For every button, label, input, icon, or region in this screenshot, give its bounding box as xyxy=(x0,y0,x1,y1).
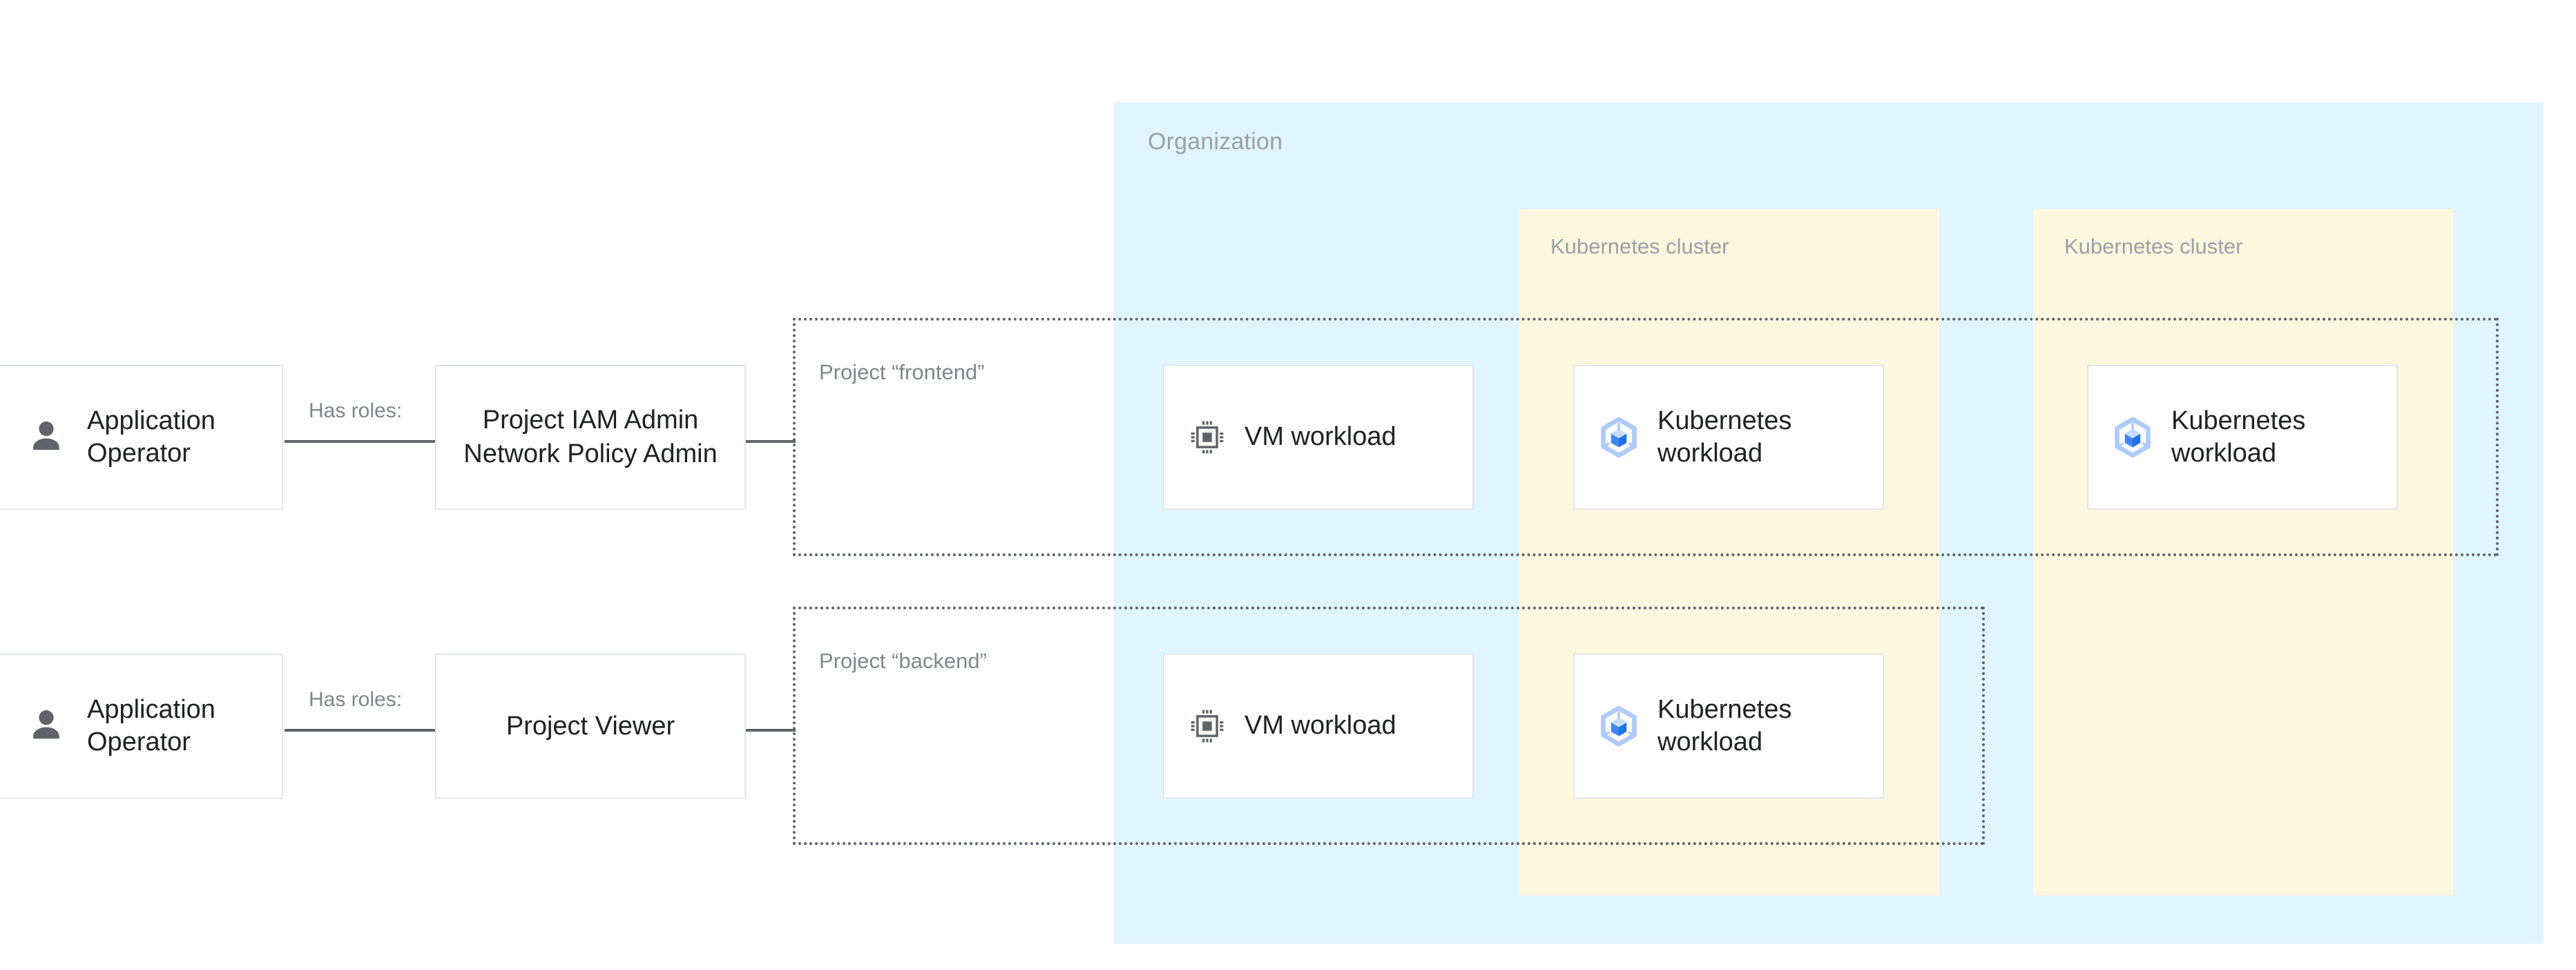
person-icon xyxy=(33,710,59,739)
workload-label: VM workload xyxy=(1244,711,1396,741)
organization-label: Organization xyxy=(1148,129,1283,155)
connector-actor1-to-role1 xyxy=(285,440,435,443)
role-card-project-iam-admin: Project IAM Admin Network Policy Admin xyxy=(435,365,746,510)
kubernetes-cluster-2-container xyxy=(2033,209,2453,895)
actor-card-application-operator-1: Application Operator xyxy=(0,365,283,510)
workload-label: Kubernetes workload xyxy=(2171,406,2306,468)
connector-role1-to-project-frontend xyxy=(746,440,796,443)
workload-label: Kubernetes workload xyxy=(1657,406,1792,468)
workload-card-kubernetes-backend-cluster1: Kubernetes workload xyxy=(1573,654,1884,799)
role-card-project-viewer: Project Viewer xyxy=(435,654,746,799)
workload-card-vm-frontend: VM workload xyxy=(1163,365,1474,510)
edge-label-has-roles-1: Has roles: xyxy=(309,399,403,422)
connector-actor2-to-role2 xyxy=(285,729,435,732)
kubernetes-icon xyxy=(2115,417,2151,458)
project-backend-boundary xyxy=(793,607,1985,845)
project-frontend-label: Project “frontend” xyxy=(819,360,985,384)
connector-role2-to-project-backend xyxy=(746,729,796,732)
workload-card-kubernetes-frontend-cluster2: Kubernetes workload xyxy=(2087,365,2398,510)
workload-label: Kubernetes workload xyxy=(1657,694,1792,757)
workload-card-kubernetes-frontend-cluster1: Kubernetes workload xyxy=(1573,365,1884,510)
cpu-chip-icon xyxy=(1191,710,1224,743)
project-backend-label: Project “backend” xyxy=(819,649,987,673)
project-frontend-boundary xyxy=(793,318,2499,556)
workload-label: VM workload xyxy=(1244,422,1396,452)
workload-card-vm-backend: VM workload xyxy=(1163,654,1474,799)
person-icon xyxy=(33,421,59,450)
edge-label-has-roles-2: Has roles: xyxy=(309,688,403,711)
kubernetes-cluster-2-label: Kubernetes cluster xyxy=(2064,234,2243,258)
kubernetes-cluster-1-label: Kubernetes cluster xyxy=(1550,234,1729,258)
role-label: Project IAM Admin Network Policy Admin xyxy=(463,406,718,468)
actor-card-application-operator-2: Application Operator xyxy=(0,654,283,799)
cpu-chip-icon xyxy=(1191,421,1224,454)
kubernetes-icon xyxy=(1601,417,1637,458)
actor-label: Application Operator xyxy=(87,694,215,757)
kubernetes-icon xyxy=(1601,705,1637,747)
actor-label: Application Operator xyxy=(87,406,215,468)
role-label: Project Viewer xyxy=(506,711,675,741)
